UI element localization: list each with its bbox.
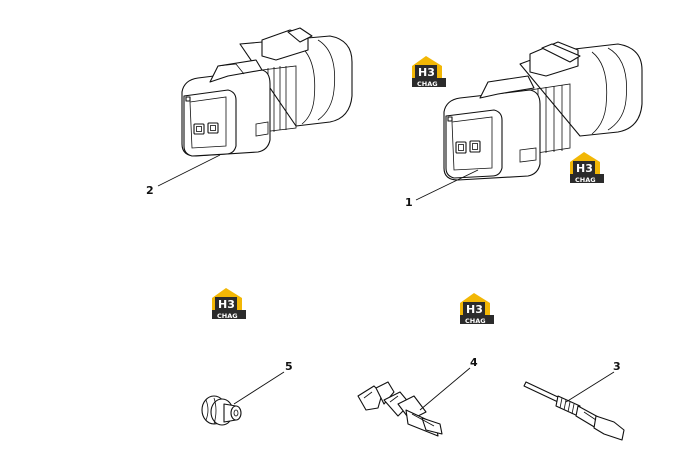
logo-main-text: H3 xyxy=(466,303,483,316)
logo-sub-text: CHAG xyxy=(465,317,486,325)
part-2-connector-housing xyxy=(181,27,353,157)
leader-line-2 xyxy=(157,154,221,187)
part-4-terminal xyxy=(357,381,443,437)
callout-3: 3 xyxy=(613,360,621,373)
logo-main-text: H3 xyxy=(418,66,435,79)
part-5-seal xyxy=(201,395,242,426)
part-1-connector-housing xyxy=(443,41,643,181)
leader-line-4 xyxy=(419,367,471,411)
logo-main-text: H3 xyxy=(576,162,593,175)
callout-2: 2 xyxy=(146,184,154,197)
logo-main-text: H3 xyxy=(218,298,235,311)
logo-watermark-3: H3 CHAG xyxy=(212,288,246,320)
logo-watermark-4: H3 CHAG xyxy=(460,293,494,325)
logo-watermark-2: H3 CHAG xyxy=(570,152,604,184)
callout-4: 4 xyxy=(470,356,478,369)
logo-sub-text: CHAG xyxy=(217,312,238,320)
leader-line-5 xyxy=(233,371,285,405)
logo-sub-text: CHAG xyxy=(417,80,438,88)
logo-watermark-1: H3 CHAG xyxy=(412,56,446,88)
part-3-wire-terminal xyxy=(523,381,625,441)
leader-line-1 xyxy=(415,169,479,201)
leader-line-3 xyxy=(565,371,615,403)
logo-sub-text: CHAG xyxy=(575,176,596,184)
callout-5: 5 xyxy=(285,360,293,373)
callout-1: 1 xyxy=(405,196,413,209)
